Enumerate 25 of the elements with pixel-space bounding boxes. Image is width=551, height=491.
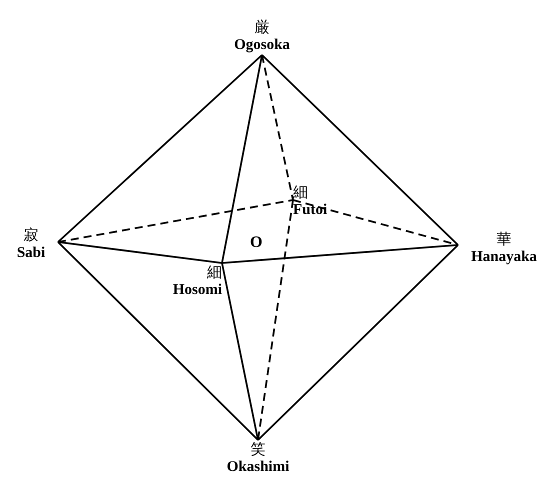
- vertex-label: Hosomi: [172, 281, 222, 300]
- kanji-label: 細: [207, 263, 222, 281]
- dashed-edge-line: [257, 200, 294, 440]
- edge-line: [57, 54, 263, 243]
- center-label: O: [250, 233, 262, 253]
- edge-line: [221, 262, 259, 440]
- kanji-label: 寂: [24, 226, 38, 244]
- dashed-edge-line: [58, 199, 294, 243]
- edge-line: [58, 241, 222, 264]
- kanji-label: 厳: [254, 18, 270, 36]
- vertex-label: Ogosoka: [234, 36, 290, 55]
- kanji-label: 笑: [250, 440, 266, 458]
- vertex-label: Hanayaka: [471, 248, 537, 266]
- edge-line: [257, 244, 459, 441]
- edge-line: [261, 54, 459, 246]
- edge-line: [222, 244, 458, 264]
- dashed-edge-line: [292, 199, 458, 246]
- vertex-label: Sabi: [16, 244, 46, 262]
- edge-line: [221, 54, 263, 264]
- vertex-label: Okashimi: [226, 458, 290, 477]
- vertex-label: Futoi: [293, 200, 328, 220]
- dashed-edge-line: [261, 54, 294, 200]
- edge-line: [57, 241, 259, 441]
- kanji-label: 細: [293, 182, 308, 200]
- kanji-label: 華: [496, 230, 512, 248]
